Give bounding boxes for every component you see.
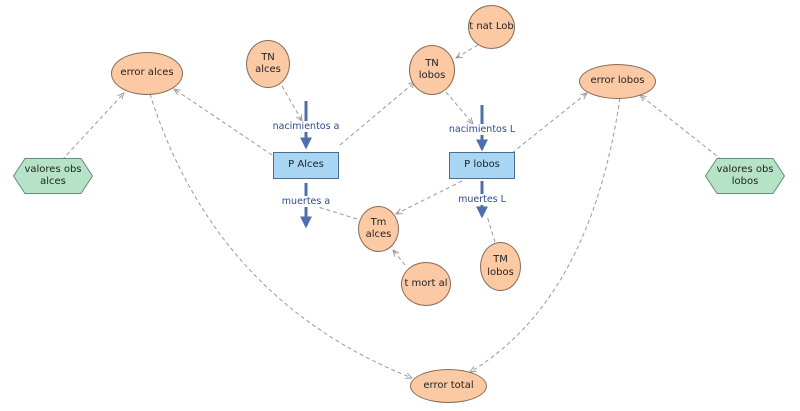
- hexagon-shape: [705, 158, 785, 194]
- link-valores-obs-alces-to-error-alces: [61, 93, 124, 161]
- link-tn-lobos-to-nacimientos-l: [445, 91, 473, 124]
- aux-tm-lobos[interactable]: TM lobos: [480, 242, 521, 291]
- link-tn-alces-to-nacimientos-a: [281, 85, 302, 121]
- valores-obs-lobos-label: valores obs lobos: [716, 163, 774, 188]
- link-p-alces-to-tn-lobos: [339, 82, 415, 146]
- aux-tn-lobos[interactable]: TN lobos: [409, 45, 455, 95]
- stock-p-lobos[interactable]: P lobos: [449, 152, 515, 179]
- link-tm-alces-to-muertes-a: [314, 205, 358, 220]
- aux-error-total[interactable]: error total: [410, 369, 487, 403]
- aux-t-nat-lob[interactable]: t nat Lob: [468, 5, 515, 49]
- aux-tn-alces[interactable]: TN alces: [246, 40, 290, 88]
- aux-t-mort-al[interactable]: t mort al: [401, 262, 451, 306]
- link-error-lobos-to-error-total: [470, 97, 621, 372]
- data-valores-obs-alces[interactable]: valores obs alces: [13, 158, 93, 194]
- link-p-alces-to-error-alces: [174, 89, 273, 156]
- link-p-lobos-to-tm-alces: [396, 180, 463, 214]
- flow-label-muertes-l: muertes L: [457, 194, 507, 205]
- aux-error-alces[interactable]: error alces: [111, 52, 183, 95]
- link-valores-obs-lobos-to-error-lobos: [640, 95, 723, 161]
- aux-tm-alces[interactable]: Tm alces: [358, 206, 399, 252]
- flow-label-muertes-a: muertes a: [280, 196, 332, 207]
- link-error-alces-to-error-total: [149, 93, 412, 378]
- link-tm-lobos-to-muertes-l: [486, 215, 496, 243]
- flow-label-nacimientos-a: nacimientos a: [271, 121, 341, 132]
- flow-label-nacimientos-l: nacimientos L: [447, 124, 517, 135]
- stock-p-alces[interactable]: P Alces: [273, 152, 339, 179]
- link-p-lobos-to-error-lobos: [511, 93, 587, 154]
- hexagon-shape: [13, 158, 93, 194]
- link-t-mort-al-to-tm-alces: [393, 250, 406, 266]
- valores-obs-alces-label: valores obs alces: [24, 163, 82, 188]
- aux-error-lobos[interactable]: error lobos: [579, 64, 656, 99]
- data-valores-obs-lobos[interactable]: valores obs lobos: [705, 158, 785, 194]
- link-t-nat-lob-to-tn-lobos: [456, 44, 479, 58]
